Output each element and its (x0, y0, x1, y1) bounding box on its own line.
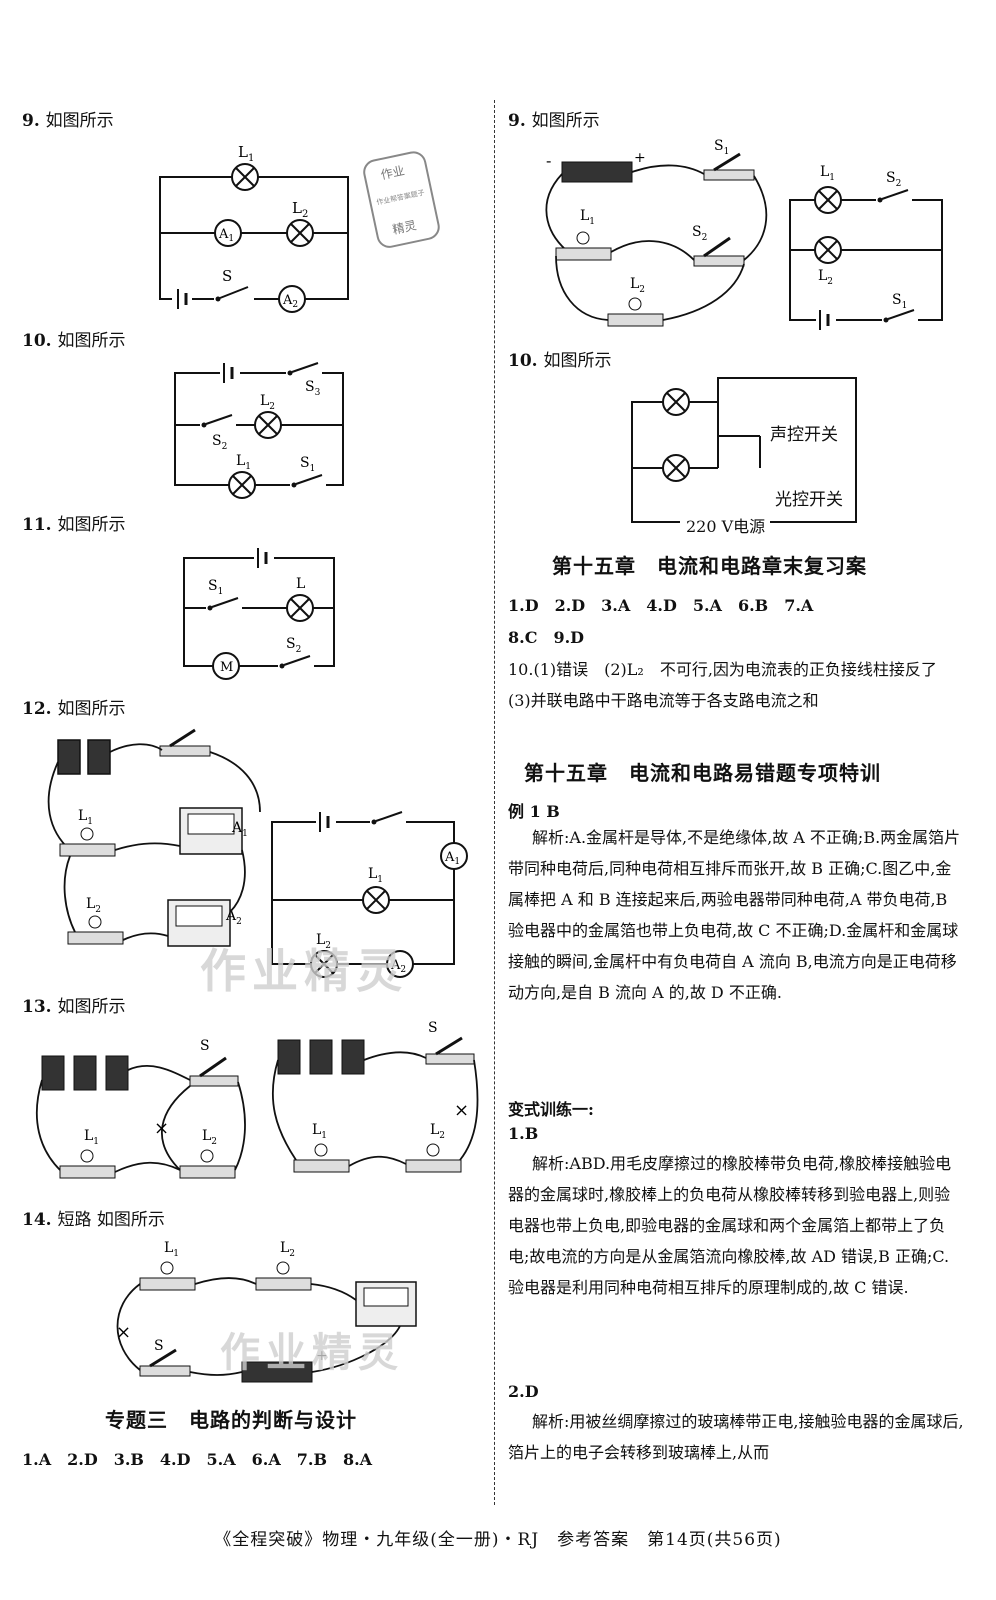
figure-a: S L1 L2 × (35, 1038, 246, 1179)
svg-text:L2: L2 (292, 199, 308, 220)
section3-title: 专题三 电路的判断与设计 (105, 1408, 357, 1432)
figure-b: S L1 L2 × (271, 1020, 479, 1173)
q14-circuit-figure: L1 L2 × S + (116, 1240, 417, 1383)
q9-circuit-diagram: L1 A1 L2 S A2 作业 作业帮答案题子 精灵 (159, 143, 440, 313)
svg-text:L1: L1 (312, 1122, 327, 1141)
q10-label: 10. 如图所示 (22, 331, 126, 351)
svg-text:-: - (546, 151, 551, 170)
lamp-L2-base (67, 915, 124, 945)
svg-text:L1: L1 (580, 208, 595, 227)
svg-text:L2: L2 (86, 896, 101, 915)
svg-text:S: S (154, 1338, 164, 1354)
svg-text:S1: S1 (714, 138, 729, 157)
watermark: 作业精灵 (200, 944, 408, 998)
review-q10: 10.(1)错误 (2)L₂ 不可行,因为电流表的正负接线柱接反了 (3)并联电… (508, 660, 953, 710)
svg-text:L1: L1 (368, 866, 383, 885)
svg-text:L1: L1 (164, 1240, 179, 1259)
svg-text:L: L (296, 576, 305, 592)
lamp-L1 (231, 163, 259, 191)
example1-analysis: 解析:A.金属杆是导体,不是绝缘体,故 A 不正确;B.两金属箔片带同种电荷后,… (508, 828, 961, 1002)
ammeter-A1 (179, 807, 243, 855)
q9-label: 9. 如图所示 (22, 111, 114, 131)
q13-circuit-figures: S L1 L2 × S L1 L2 × (35, 1020, 479, 1179)
q14-label: 14. 短路 如图所示 (22, 1210, 165, 1230)
svg-text:L2: L2 (260, 393, 275, 412)
r-q9-label: 9. 如图所示 (508, 111, 600, 131)
r-q10-circuit-diagram (631, 377, 857, 523)
v1-answer: 1.B (508, 1124, 539, 1143)
svg-text:S: S (428, 1020, 438, 1036)
svg-text:+: + (634, 150, 646, 166)
svg-text:L2: L2 (630, 276, 645, 295)
q10-circuit-diagram: S3 S2 L2 L1 S1 (174, 361, 344, 499)
ch15-error-title: 第十五章 电流和电路易错题专项特训 (524, 761, 881, 785)
q11-circuit-diagram: S1 L M S2 (183, 546, 335, 680)
stamp-logo: 作业 作业帮答案题子 精灵 (363, 151, 440, 248)
q11-label: 11. 如图所示 (22, 515, 126, 535)
r-q10-label: 10. 如图所示 (508, 351, 612, 371)
sound-switch-label: 声控开关 (770, 425, 838, 445)
svg-text:L1: L1 (78, 808, 93, 827)
lamp-L1-base (59, 827, 116, 857)
svg-text:S1: S1 (300, 455, 315, 474)
ch15-review-title: 第十五章 电流和电路章末复习案 (552, 554, 867, 578)
svg-text:S2: S2 (212, 433, 227, 452)
svg-text:L2: L2 (818, 268, 833, 287)
svg-text:+: + (316, 1348, 328, 1364)
v2-analysis: 解析:用被丝绸摩擦过的玻璃棒带正电,接触验电器的金属球后,箔片上的电子会转移到玻… (508, 1412, 964, 1462)
svg-text:L1: L1 (238, 143, 254, 164)
svg-text:S1: S1 (208, 578, 223, 597)
q12-label: 12. 如图所示 (22, 699, 126, 719)
q12-circuit-figures: L1 A1 L2 A2 A1 L1 L2 A2 (47, 728, 468, 978)
svg-text:L1: L1 (84, 1128, 99, 1147)
svg-text:L1: L1 (820, 164, 835, 183)
svg-text:L2: L2 (430, 1122, 445, 1141)
column-divider (494, 100, 495, 1505)
power-label: 220 V电源 (682, 513, 770, 537)
svg-text:L2: L2 (202, 1128, 217, 1147)
watermark-2: 作业精灵 (220, 1329, 404, 1376)
review-answers-1: 1.D 2.D 3.A 4.D 5.A 6.B 7.A (508, 596, 814, 615)
svg-text:×: × (116, 1322, 131, 1343)
svg-text:S: S (200, 1038, 210, 1054)
variant-title: 变式训练一: (508, 1100, 594, 1119)
svg-text:精灵: 精灵 (391, 218, 417, 237)
v1-analysis: 解析:ABD.用毛皮摩擦过的橡胶棒带负电荷,橡胶棒接触验电器的金属球时,橡胶棒上… (508, 1154, 952, 1297)
svg-text:S2: S2 (886, 170, 901, 189)
switch-S (159, 728, 211, 757)
review-answers-2: 8.C 9.D (508, 628, 585, 647)
svg-text:S3: S3 (305, 379, 321, 398)
svg-text:S2: S2 (692, 224, 707, 243)
v2-answer: 2.D (508, 1382, 539, 1401)
ammeter-A2 (167, 899, 231, 947)
svg-text:L1: L1 (236, 453, 251, 472)
svg-text:作业帮答案题子: 作业帮答案题子 (376, 188, 426, 207)
svg-text:×: × (454, 1100, 469, 1121)
battery-cells (57, 739, 111, 775)
light-switch-label: 光控开关 (775, 490, 843, 510)
page-footer: 《全程突破》物理・九年级(全一册)・RJ 参考答案 第14页(共56页) (214, 1530, 782, 1550)
r-q9-circuit-figures: - + S1 L1 S2 L2 L1 S2 L2 S1 (545, 138, 943, 332)
svg-text:作业: 作业 (380, 163, 406, 182)
svg-text:S2: S2 (286, 636, 301, 655)
section3-answers: 1.A 2.D 3.B 4.D 5.A 6.A 7.B 8.A (22, 1450, 373, 1469)
svg-text:S1: S1 (892, 292, 907, 311)
example1: 例 1 B (508, 802, 560, 821)
svg-text:L2: L2 (280, 1240, 295, 1259)
svg-text:S: S (222, 267, 232, 285)
svg-text:M: M (220, 660, 233, 675)
q13-label: 13. 如图所示 (22, 997, 126, 1017)
svg-text:×: × (154, 1118, 169, 1139)
